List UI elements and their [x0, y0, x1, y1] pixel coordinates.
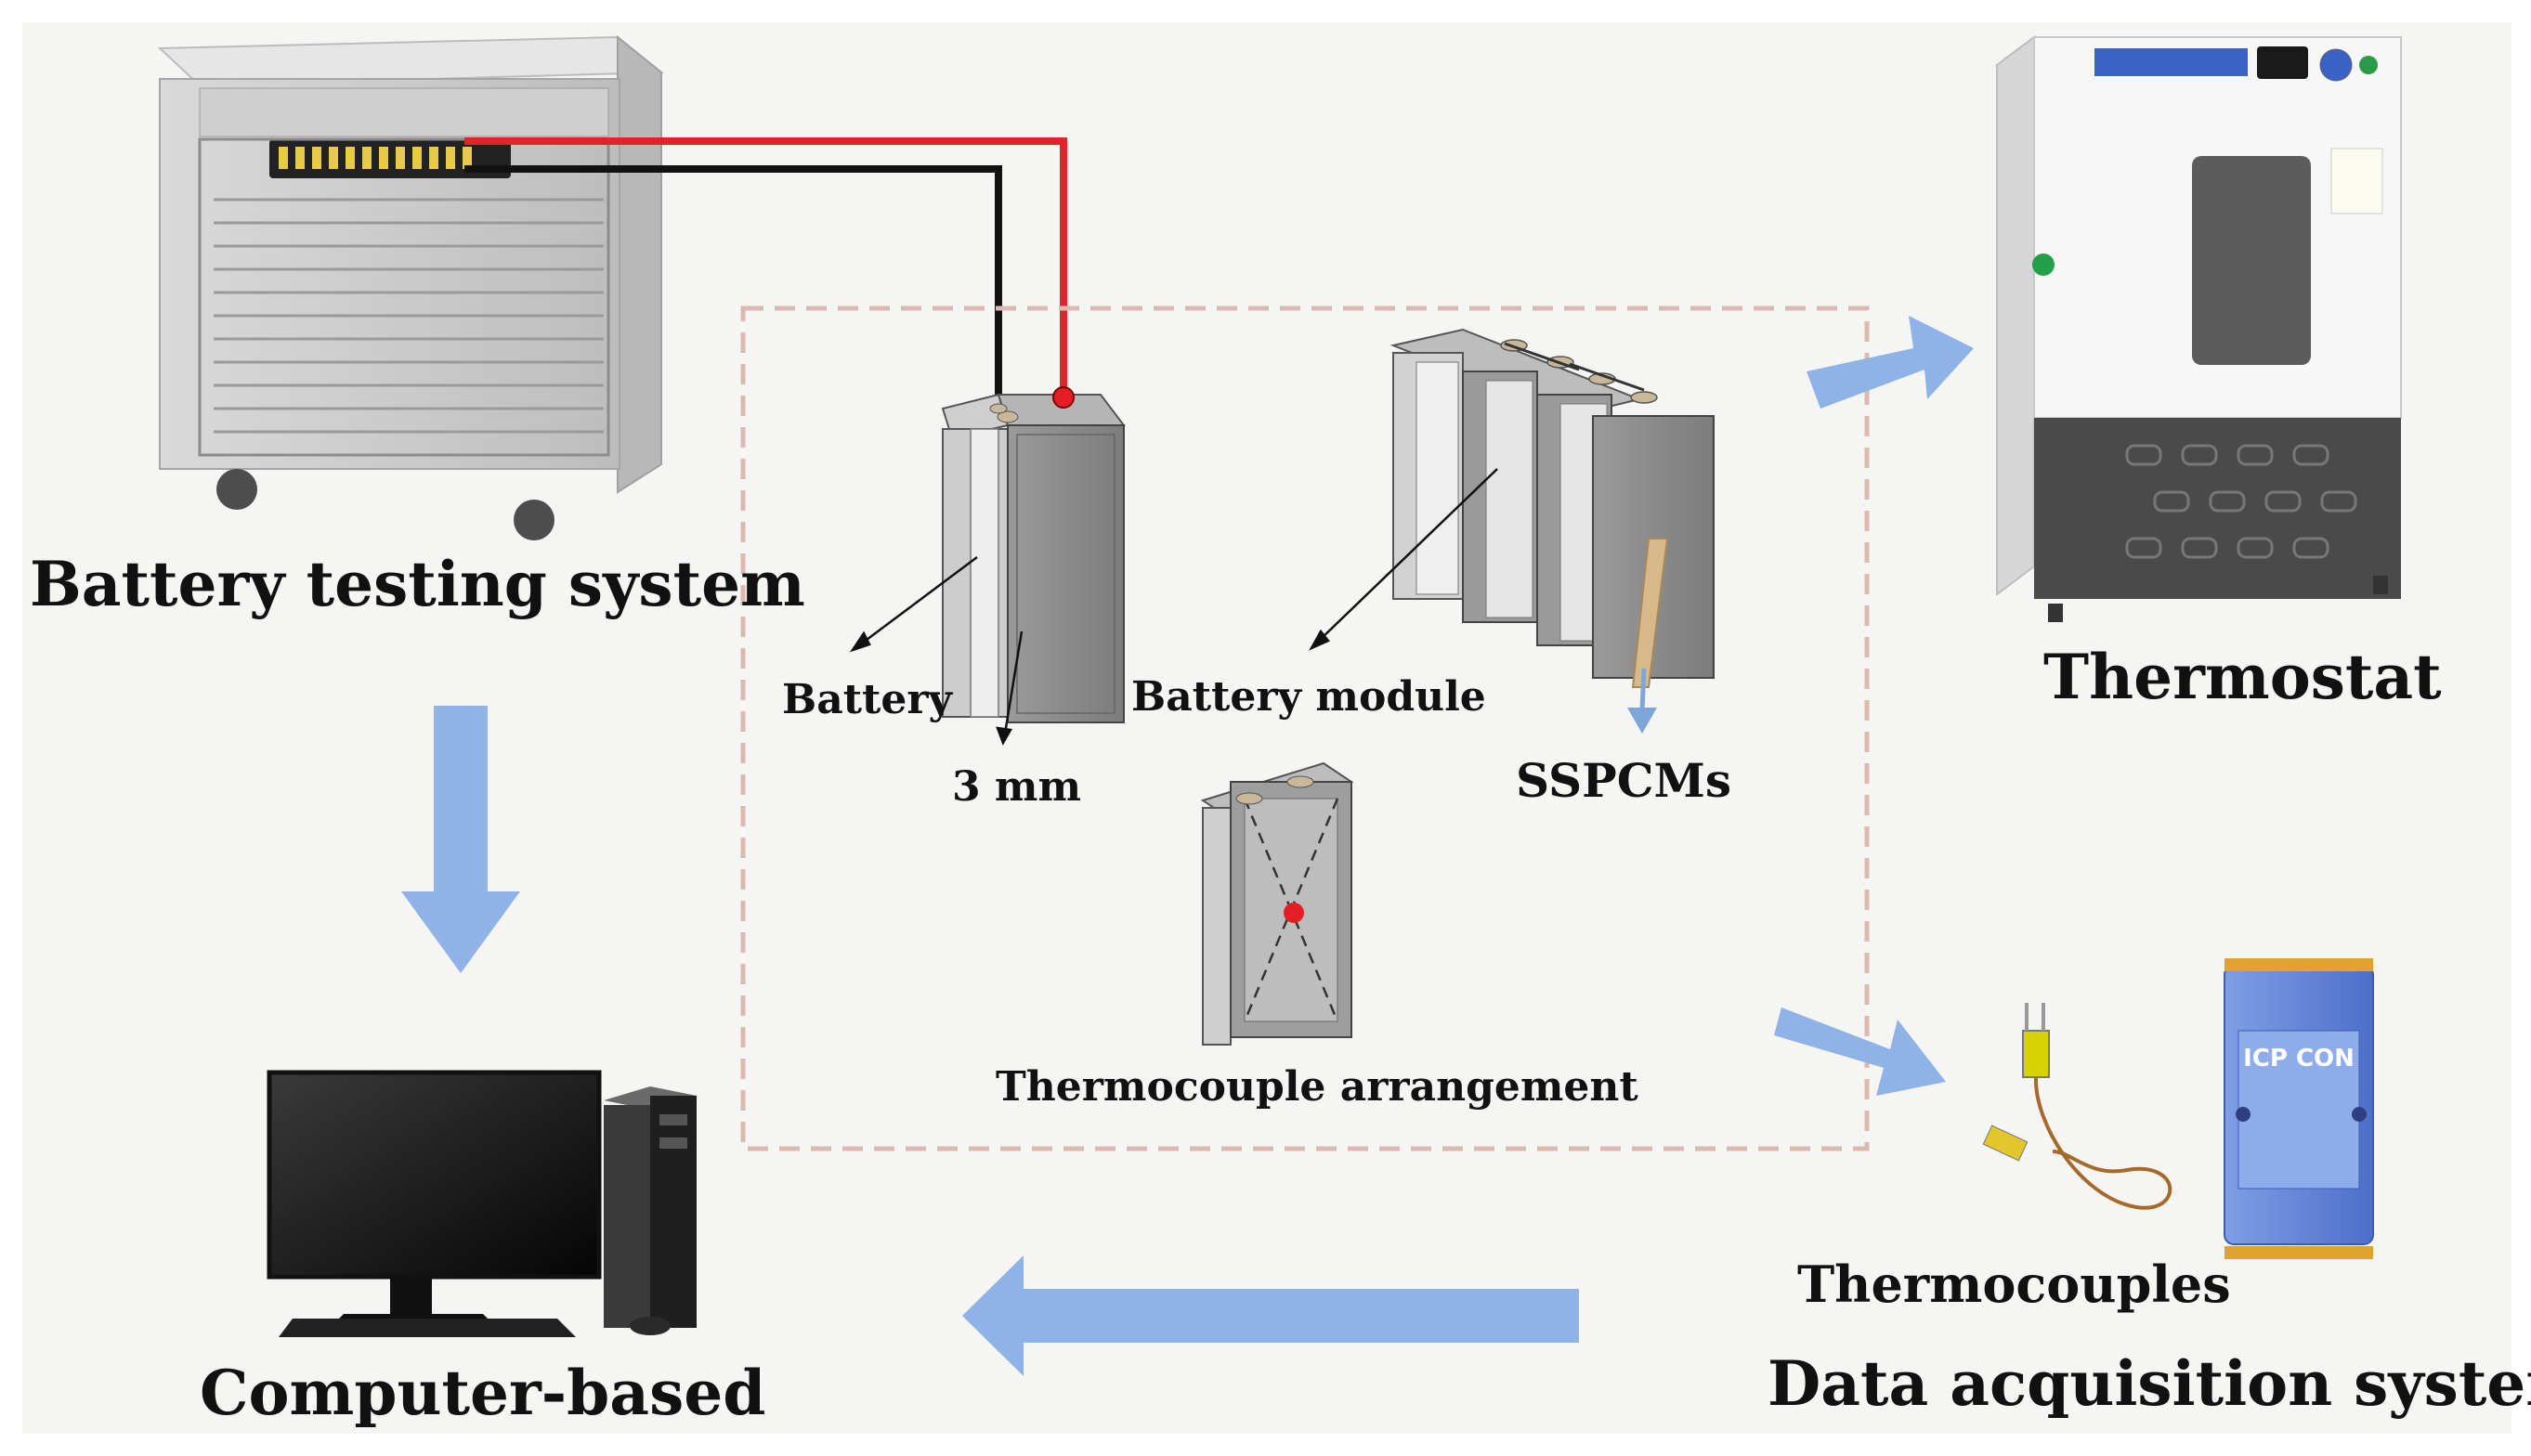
flow-arrow-left [962, 1255, 1579, 1376]
battery-module [1389, 328, 1715, 688]
red-wire [464, 137, 1067, 397]
daq-brand-text: ICP CON [2243, 1045, 2355, 1072]
label-battery: Battery [782, 676, 954, 723]
thermocouples-device [1982, 1003, 2172, 1210]
battery-testing-system-device [157, 34, 664, 540]
black-wire [464, 165, 1002, 407]
flow-arrow-to-daq [1774, 1008, 1946, 1096]
label-battery-testing-system: Battery testing system [30, 548, 805, 620]
label-3mm: 3 mm [952, 763, 1081, 811]
dashed-experiment-box [740, 306, 1870, 1151]
daq-module-device: ICP CON [2224, 958, 2374, 1259]
flow-arrow-to-thermostat [1807, 316, 1974, 409]
label-computer-based: Computer-based [200, 1357, 765, 1429]
label-pointer-lines [849, 468, 1498, 746]
label-thermostat: Thermostat [2043, 641, 2442, 713]
thermocouple-point [1284, 903, 1304, 923]
thermostat-device [1994, 35, 2402, 622]
label-data-acquisition-system: Data acquisition system [1768, 1347, 2531, 1420]
thermocouple-arrangement-cell [1200, 761, 1354, 1046]
flow-arrow-down [401, 706, 520, 973]
computer-device [267, 1070, 697, 1337]
sspcm-pointer-arrow [1627, 668, 1657, 734]
label-thermocouples: Thermocouples [1797, 1254, 2231, 1314]
single-battery-with-spcm [941, 386, 1127, 723]
label-sspcms: SSPCMs [1516, 753, 1731, 808]
label-battery-module: Battery module [1131, 673, 1486, 721]
label-thermocouple-arrangement: Thermocouple arrangement [996, 1063, 1638, 1111]
